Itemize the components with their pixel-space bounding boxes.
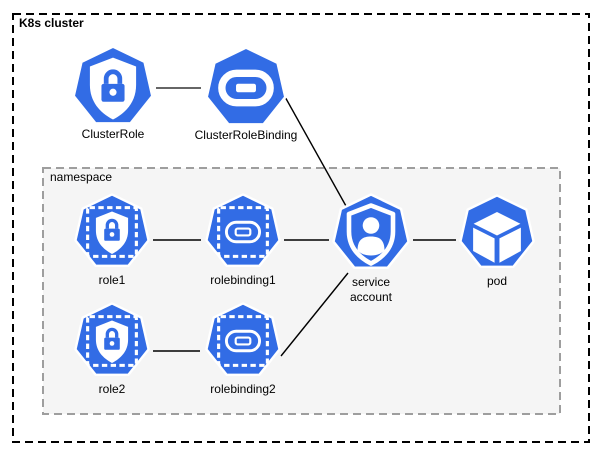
- node-role1: role1: [73, 193, 151, 287]
- node-label-clusterrolebinding: ClusterRoleBinding: [194, 128, 298, 142]
- node-label-service-account: service account: [349, 275, 393, 304]
- node-label-rolebinding2: rolebinding2: [210, 382, 276, 396]
- node-pod: pod: [458, 194, 536, 288]
- node-label-role1: role1: [98, 273, 126, 287]
- namespaced-shield-lock-icon: [73, 302, 151, 380]
- namespaced-chain-link-icon: [204, 302, 282, 380]
- cluster-label: K8s cluster: [19, 16, 84, 30]
- shield-lock-icon: [71, 45, 155, 129]
- cube-icon: [458, 194, 536, 272]
- node-clusterrolebinding: ClusterRoleBinding: [195, 46, 297, 142]
- node-role2: role2: [73, 302, 151, 396]
- node-label-rolebinding1: rolebinding1: [210, 273, 276, 287]
- edge-rolebinding2-serviceaccount: [280, 272, 349, 357]
- namespaced-shield-lock-icon: [73, 193, 151, 271]
- namespaced-chain-link-icon: [204, 193, 282, 271]
- cluster-boundary: [12, 13, 590, 443]
- chain-link-icon: [204, 46, 288, 130]
- namespace-label: namespace: [50, 170, 113, 184]
- node-label-role2: role2: [98, 382, 126, 396]
- node-clusterrole: ClusterRole: [71, 45, 155, 141]
- user-shield-icon: [331, 193, 411, 273]
- edge-clusterrolebinding-serviceaccount: [283, 94, 347, 207]
- node-rolebinding1: rolebinding1: [204, 193, 282, 287]
- node-rolebinding2: rolebinding2: [204, 302, 282, 396]
- node-label-clusterrole: ClusterRole: [81, 127, 145, 141]
- node-label-pod: pod: [486, 274, 508, 288]
- node-service-account: service account: [331, 193, 411, 304]
